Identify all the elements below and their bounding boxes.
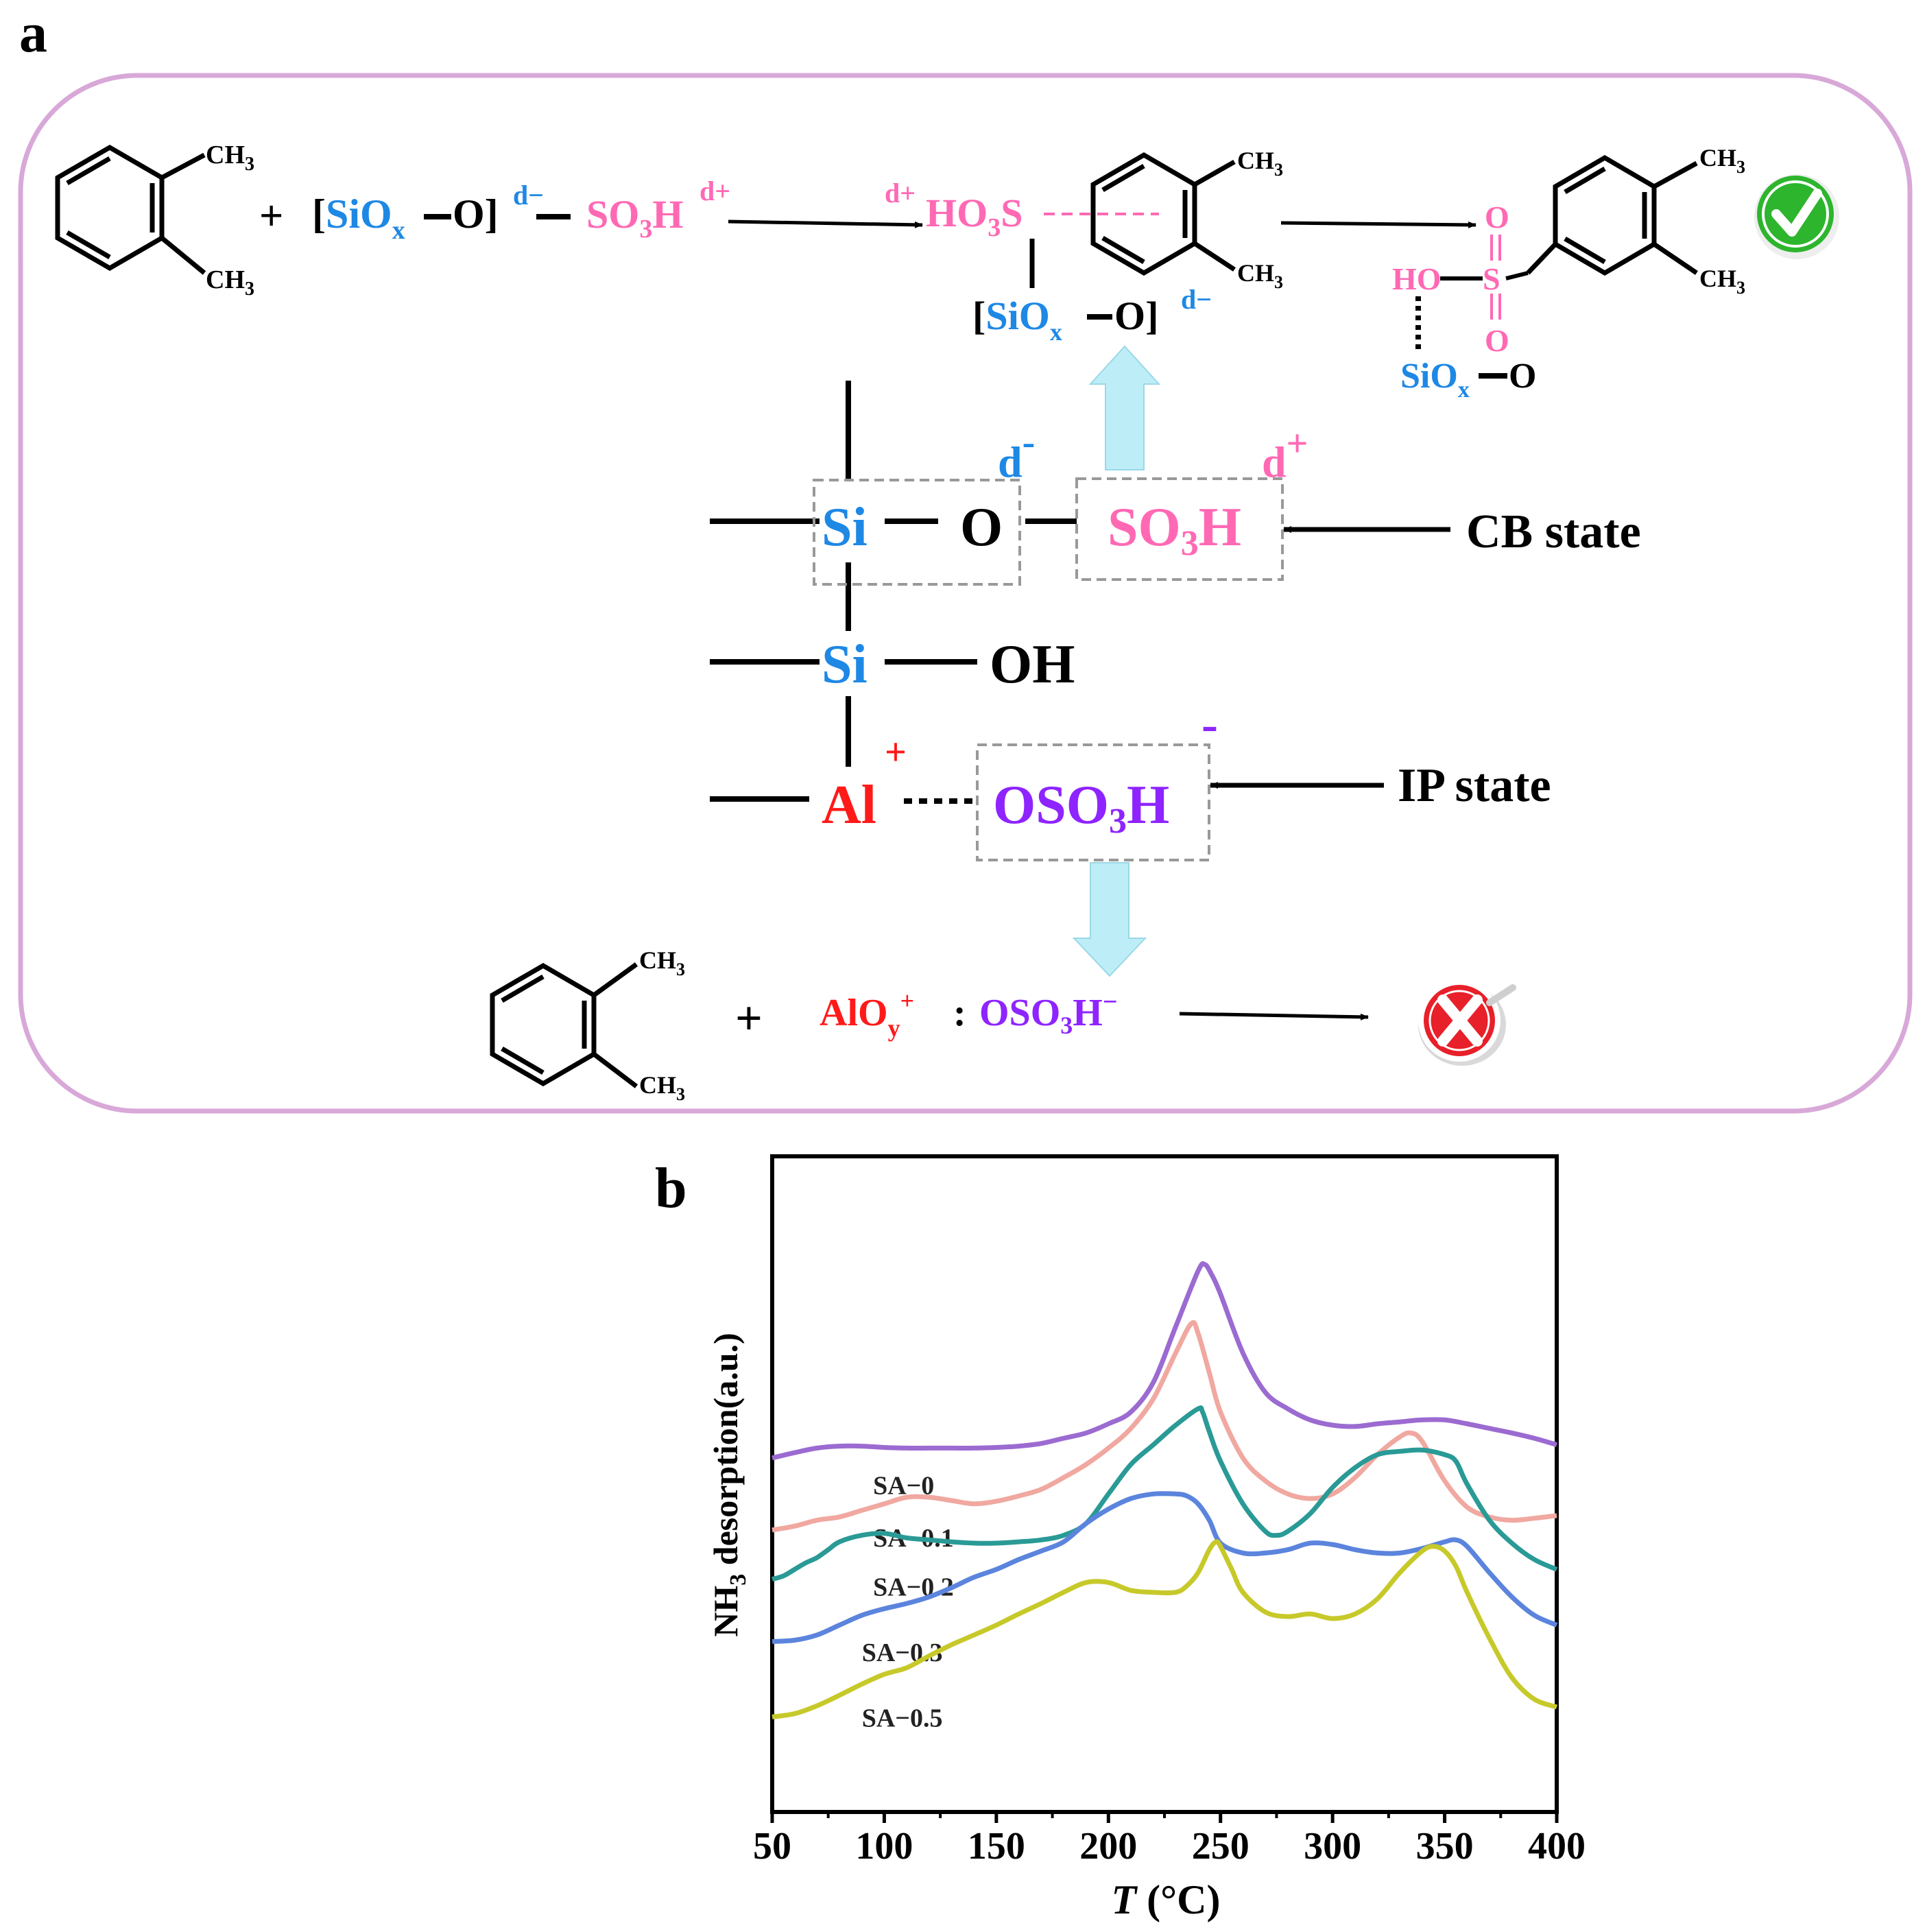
- partial-positive: d+: [700, 176, 730, 206]
- sulfonyl-oxygen: O: [1485, 323, 1509, 358]
- panel-b-label: b: [655, 1156, 687, 1220]
- siox-o-group: [SiOx: [972, 294, 1062, 346]
- oxygen-label: O: [960, 497, 1003, 558]
- oso3h-anion: OSO3H−: [979, 988, 1117, 1039]
- y-axis-label: NH3 desorption(a.u.): [706, 1333, 751, 1636]
- siox-o-group: [SiOx: [312, 191, 405, 245]
- reaction-arrow: [1280, 221, 1476, 228]
- cation-charge: +: [885, 731, 907, 774]
- silicon-label: Si: [822, 634, 868, 695]
- so3h-dashed-box: [1075, 477, 1284, 581]
- x-tick-label: 100: [855, 1825, 913, 1868]
- colon-separator: :: [953, 992, 966, 1034]
- x-axis-ticks: 50 100 150 200 250 300 350 400: [753, 1812, 1586, 1868]
- methyl-label: CH3: [206, 141, 254, 175]
- partial-negative: d-: [998, 421, 1035, 486]
- silica-framework-bonds: [710, 381, 1077, 802]
- o-xylene-reactant: [55, 144, 206, 275]
- si-o-dashed-box: [813, 479, 1021, 586]
- cb-state-label: CB state: [1466, 505, 1641, 558]
- series-label: SA−0.5: [862, 1704, 943, 1733]
- anion-charge: -: [1201, 697, 1218, 752]
- series-line: [772, 1539, 1558, 1719]
- siox-o-group: SiOx: [1400, 357, 1470, 403]
- ho3s-group: HO3S: [926, 191, 1023, 242]
- series-label: SA−0.2: [873, 1573, 954, 1602]
- hydroxyl-label: HO: [1392, 261, 1442, 296]
- alo-cation: AlOy+: [820, 987, 914, 1042]
- siox-o-group: O]: [1114, 294, 1158, 338]
- partial-positive: d+: [1262, 422, 1308, 486]
- sulfonyl-oxygen: O: [1485, 200, 1509, 235]
- o-xylene-bottom: [490, 962, 638, 1088]
- x-tick-label: 50: [753, 1825, 791, 1868]
- up-arrow: [1088, 345, 1161, 470]
- cross-mark-icon: [1418, 979, 1516, 1066]
- ip-state-label: IP state: [1398, 759, 1551, 812]
- so3h-group: SO3H: [586, 192, 684, 243]
- series-line: [772, 1405, 1558, 1582]
- reaction-arrow: [1179, 1012, 1369, 1021]
- x-tick-label: 350: [1416, 1825, 1474, 1868]
- panel-a-label: a: [19, 1, 47, 64]
- series-line: [772, 1491, 1558, 1644]
- down-arrow: [1072, 862, 1147, 977]
- hydroxyl-label: OH: [990, 634, 1075, 695]
- methyl-label: CH3: [1699, 144, 1745, 177]
- partial-negative: d−: [1181, 284, 1212, 315]
- so3h-group: SO3H: [1108, 497, 1241, 563]
- partial-negative: d−: [513, 180, 544, 211]
- silicon-label: Si: [822, 497, 868, 558]
- x-tick-label: 150: [968, 1825, 1025, 1868]
- methyl-label: CH3: [206, 265, 254, 300]
- reaction-arrow: [728, 219, 923, 228]
- methyl-label: CH3: [1699, 265, 1745, 298]
- methyl-label: CH3: [1237, 259, 1283, 292]
- x-tick-label: 250: [1192, 1825, 1250, 1868]
- series-line: [772, 1261, 1557, 1461]
- x-tick-label: 300: [1304, 1825, 1361, 1868]
- plus-sign: +: [259, 193, 283, 239]
- oso3h-dashed-box: [976, 743, 1210, 861]
- methyl-label: CH3: [639, 1071, 685, 1104]
- methyl-label: CH3: [639, 946, 685, 979]
- plus-sign: +: [735, 992, 763, 1045]
- siox-o-group: O]: [453, 191, 499, 237]
- series-layer: SA−0SA−0.1SA−0.2SA−0.3SA−0.5: [772, 1261, 1558, 1733]
- x-tick-label: 200: [1079, 1825, 1137, 1868]
- series-label: SA−0.3: [862, 1638, 943, 1667]
- xylene-intermediate: [1090, 152, 1236, 276]
- sulfur-label: S: [1483, 261, 1500, 296]
- aluminium-label: Al: [822, 775, 876, 835]
- panel-a-frame: [18, 73, 1913, 1114]
- sulfonyl-double-bond: [1490, 235, 1501, 320]
- xylenesulfonic-acid-product: [1526, 154, 1698, 276]
- x-axis-label: T (°C): [1112, 1877, 1221, 1922]
- methyl-label: CH3: [1237, 147, 1283, 180]
- bond-line: [1505, 271, 1529, 281]
- check-mark-icon: [1754, 174, 1839, 259]
- series-line: [772, 1320, 1557, 1533]
- x-tick-label: 400: [1528, 1825, 1586, 1868]
- oso3h-group: OSO3H: [993, 775, 1169, 841]
- partial-positive: d+: [885, 178, 916, 208]
- siox-o-group: O: [1509, 357, 1536, 396]
